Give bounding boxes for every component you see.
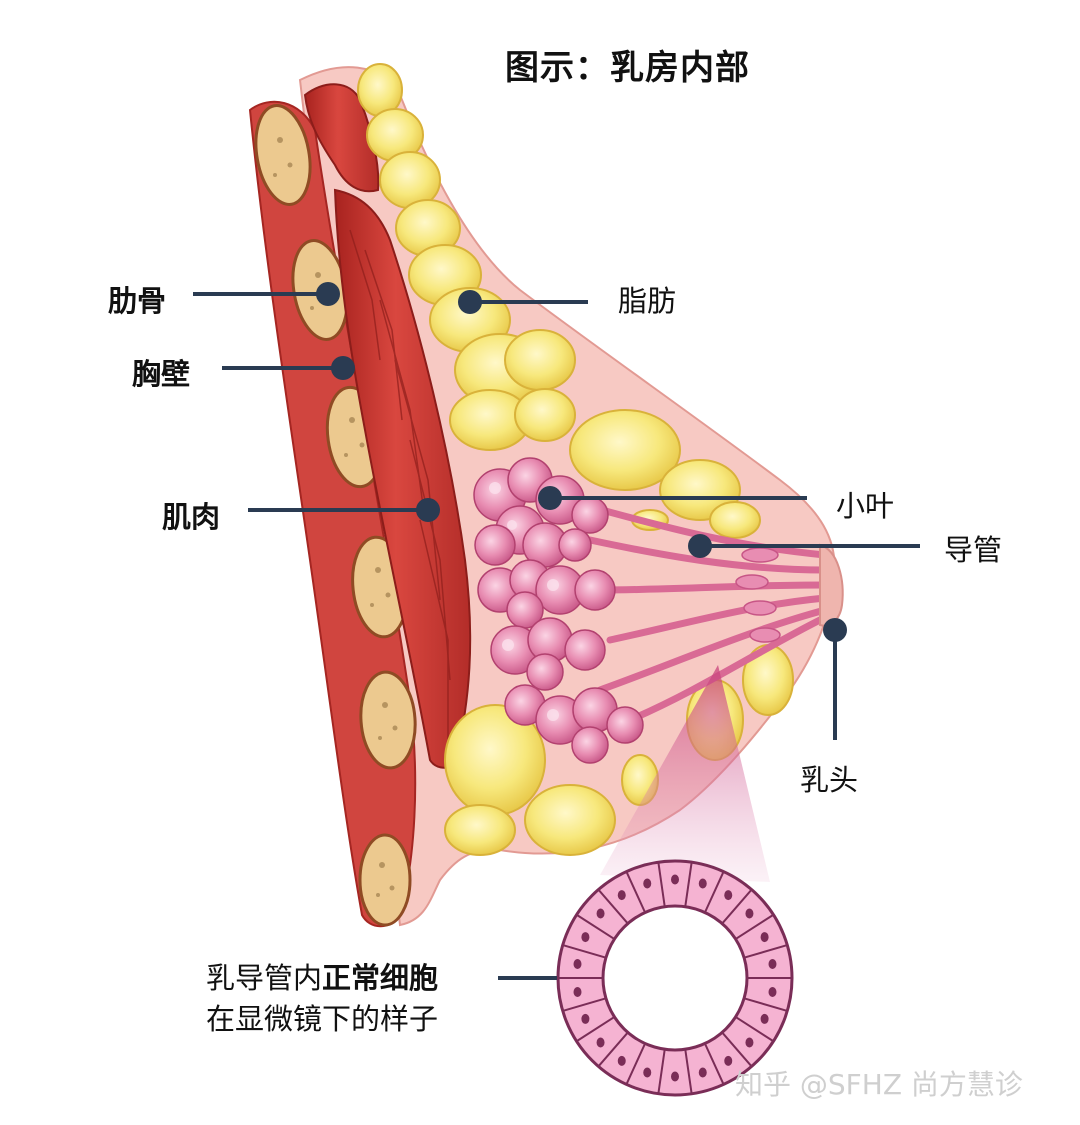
diagram-title: 图示：乳房内部 — [505, 48, 750, 88]
cell-nucleus — [581, 1013, 590, 1024]
caption-bold: 正常细胞 — [322, 961, 439, 995]
cell-border — [721, 888, 753, 925]
duct-ampullae — [735, 547, 781, 643]
leader-dots — [316, 282, 847, 642]
cell-nucleus — [581, 932, 590, 943]
cell-border — [562, 944, 607, 959]
cell-nucleus — [643, 878, 652, 889]
cell-border — [576, 913, 615, 940]
cell-border — [562, 997, 607, 1012]
cell-nucleus — [573, 958, 582, 969]
label-nipple: 乳头 — [800, 763, 859, 797]
cell-nucleus — [768, 987, 777, 998]
cell-border — [625, 871, 646, 913]
leader-lines — [193, 292, 920, 980]
cell-nucleus — [671, 874, 679, 885]
cell-border — [743, 997, 788, 1012]
watermark: 知乎 @SFHZ 尚方慧诊 — [735, 1068, 1023, 1101]
label-chest-wall: 胸壁 — [132, 357, 191, 391]
milk-ducts — [561, 496, 829, 724]
cell-nucleus — [596, 908, 605, 919]
cell-nucleus — [617, 890, 626, 901]
cell-nucleus — [724, 1055, 733, 1066]
label-lobule: 小叶 — [836, 489, 895, 523]
cell-border — [735, 913, 774, 940]
nipple-shape — [819, 543, 844, 627]
cell-nucleus — [573, 987, 582, 998]
cell-border — [684, 1049, 693, 1094]
caption-line-1: 乳导管内正常细胞 — [206, 955, 438, 997]
cell-nucleus — [617, 1055, 626, 1066]
label-muscle: 肌肉 — [162, 500, 221, 534]
label-rib: 肋骨 — [108, 284, 167, 318]
cell-nucleus — [768, 958, 777, 969]
caption-line-2: 在显微镜下的样子 — [206, 1002, 439, 1036]
cell-nucleus — [698, 878, 707, 889]
cell-nucleus — [698, 1067, 707, 1078]
cell-nucleus — [745, 908, 754, 919]
cell-border — [597, 888, 629, 925]
duct-cross-section — [556, 859, 794, 1097]
cell-border — [735, 1016, 774, 1043]
cell-border — [684, 862, 693, 907]
label-fat: 脂肪 — [618, 284, 677, 318]
cell-border — [576, 1016, 615, 1043]
cell-nucleus — [760, 932, 769, 943]
cell-nucleus — [724, 890, 733, 901]
cell-nucleus — [643, 1067, 652, 1078]
muscle-fibers — [349, 229, 451, 740]
cell-border — [597, 1031, 629, 1068]
muscle-cap — [303, 83, 380, 193]
cell-nucleus — [671, 1071, 679, 1082]
lobule-highlights — [489, 482, 559, 721]
label-duct: 导管 — [944, 533, 1003, 567]
cell-border — [657, 1049, 666, 1094]
cell-border — [704, 871, 725, 913]
cell-border — [625, 1043, 646, 1085]
cell-nucleus — [745, 1037, 754, 1048]
cell-nucleus — [596, 1037, 605, 1048]
cell-border — [743, 944, 788, 959]
cell-nucleus — [760, 1013, 769, 1024]
magnification-beam — [600, 665, 770, 882]
cell-border — [721, 1031, 753, 1068]
cell-border — [657, 862, 666, 907]
cell-border — [704, 1043, 725, 1085]
caption-prefix: 乳导管内 — [206, 961, 323, 995]
